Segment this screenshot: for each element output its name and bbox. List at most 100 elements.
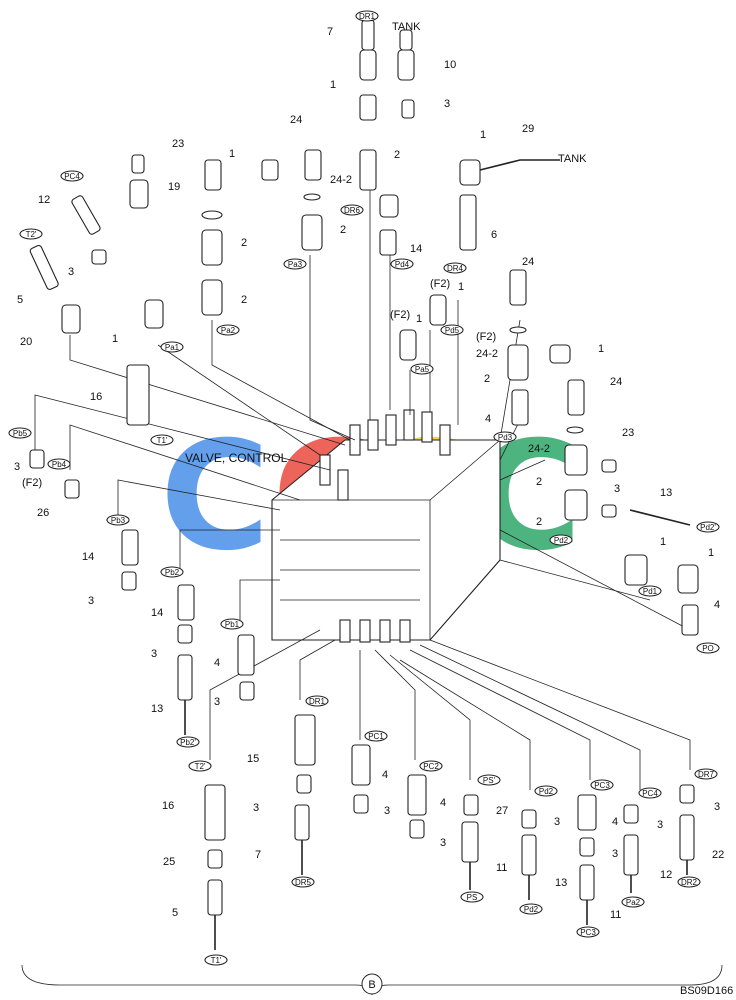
port-tag: Pd4 [395,260,410,269]
drawing-code: BS09D166 [680,985,733,997]
callout: 2 [536,476,542,488]
callout: 3 [214,696,220,708]
port-tag: Pd2 [539,787,554,796]
callout: 4 [612,816,618,828]
callout: 3 [612,848,618,860]
callout: 13 [151,703,163,715]
callout: 3 [88,595,94,607]
callout: 20 [20,336,32,348]
port-tag: T2' [195,762,206,771]
port-tag: Pa2 [221,326,236,335]
callout: 1 [458,281,464,293]
tank-label-top: TANK [392,21,421,33]
leader-lines [34,185,691,790]
port-tag: PS' [483,776,496,785]
callout: 7 [255,849,261,861]
callout: 25 [163,856,175,868]
callout: 14 [82,551,94,563]
callout: 16 [90,391,102,403]
callout: 27 [496,805,508,817]
callout: 24 [522,256,534,268]
fittings [29,19,699,950]
callout: 19 [168,181,180,193]
port-tag: Pb5 [13,429,28,438]
port-tag: DR1 [309,697,326,706]
callout: 2 [340,224,346,236]
callout: 2 [241,294,247,306]
callout: 22 [712,849,724,861]
callout: 24 [610,376,622,388]
port-tag: PO [702,644,714,653]
f2-label-left: (F2) [22,477,42,489]
text-labels: VALVE, CONTROL TANK TANK (F2) (F2) (F2) … [22,21,733,997]
callout: 1 [229,148,235,160]
callout: 5 [172,907,178,919]
callout: 24 [290,114,302,126]
callout: 2 [536,516,542,528]
callout: 3 [444,98,450,110]
section-brace: B [21,964,723,996]
port-tag: PC1 [368,732,384,741]
port-tag: Pb1 [225,620,240,629]
port-tag: DR1 [359,12,376,21]
callout: 3 [384,805,390,817]
callout: 23 [622,427,634,439]
valve-body [271,409,501,643]
port-tag: Pd2 [524,905,539,914]
callout: 6 [491,229,497,241]
callout: 13 [555,877,567,889]
callout: 3 [614,483,620,495]
port-tag: PS [467,893,478,902]
callout: 7 [327,26,333,38]
port-tag: PC2 [423,762,439,771]
callout: 1 [480,129,486,141]
port-tag: Pb2 [165,568,180,577]
port-tag: Pb2' [180,738,196,747]
port-tag: Pb4 [52,460,67,469]
port-tag: Pa5 [415,365,430,374]
port-tag: Pd2' [700,523,716,532]
callout: 3 [554,816,560,828]
callout: 1 [112,333,118,345]
callout: 24-2 [528,443,550,455]
section-marker: B [368,979,375,991]
callout: 4 [440,797,446,809]
callout: 2 [241,237,247,249]
port-tag: PC4 [642,789,658,798]
callout: 1 [416,313,422,325]
valve-control-label: VALVE, CONTROL [185,451,288,465]
port-tag: PC3 [580,928,596,937]
callout: 3 [14,461,20,473]
callout: 11 [496,862,507,874]
callout: 2 [394,149,400,161]
callout: 1 [708,547,714,559]
callout: 12 [660,869,672,881]
callout: 1 [598,343,604,355]
callout: 14 [151,607,163,619]
callout: 24-2 [330,174,352,186]
callout: 3 [151,648,157,660]
callout: 3 [253,802,259,814]
port-tag: Pd5 [445,326,460,335]
port-tag: DR7 [698,770,715,779]
port-tag: Pb3 [111,516,126,525]
callout: 14 [410,243,422,255]
callout: 3 [714,801,720,813]
callout: 2 [484,373,490,385]
callout: 23 [172,138,184,150]
port-tags: DR1 PC4 T2' Pa3 DR6 Pd4 DR4 Pd5 Pa5 Pa1 … [8,10,720,966]
callout: 3 [68,266,74,278]
callout: 24-2 [476,348,498,360]
callout: 29 [522,123,534,135]
callout: 15 [247,753,259,765]
port-tag: T1' [211,956,222,965]
callout: 3 [440,837,446,849]
callout: 3 [657,819,663,831]
callout: 12 [38,194,50,206]
port-tag: Pd1 [643,587,658,596]
f2-label-right: (F2) [430,278,450,290]
port-tag: DR5 [295,878,312,887]
callout: 1 [660,536,666,548]
callout: 4 [214,657,220,669]
